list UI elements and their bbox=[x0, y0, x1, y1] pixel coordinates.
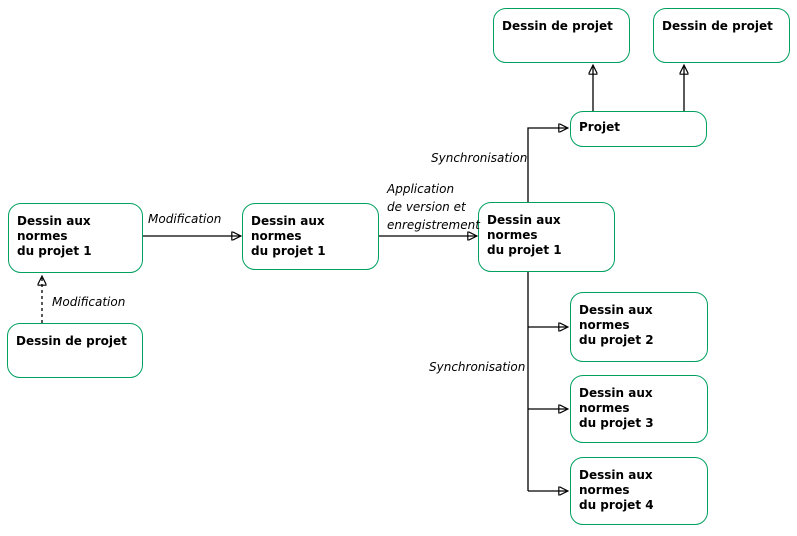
node-dessin-projet-top-1: Dessin de projet bbox=[493, 8, 630, 63]
node-norms-projet3: Dessin aux normes du projet 3 bbox=[570, 375, 708, 443]
node-label: Dessin aux normes du projet 1 bbox=[251, 214, 326, 258]
node-label: Dessin aux normes du projet 1 bbox=[17, 214, 92, 258]
node-dessin-projet-top-2: Dessin de projet bbox=[653, 8, 790, 63]
edge-label-modification-vertical: Modification bbox=[52, 295, 126, 309]
node-label: Dessin aux normes du projet 4 bbox=[579, 468, 654, 512]
node-label: Projet bbox=[579, 120, 620, 134]
node-norms-projet1-original: Dessin aux normes du projet 1 bbox=[8, 203, 143, 273]
edge-label-modification-horizontal: Modification bbox=[148, 212, 222, 226]
node-norms-projet1-modified: Dessin aux normes du projet 1 bbox=[242, 203, 379, 270]
node-label: Dessin de projet bbox=[16, 334, 127, 348]
edge-label-synchronisation-top: Synchronisation bbox=[431, 151, 528, 165]
edge-label-application-version: Application de version et enregistrement bbox=[387, 182, 480, 232]
node-dessin-projet-source: Dessin de projet bbox=[7, 323, 143, 378]
node-norms-projet1-saved: Dessin aux normes du projet 1 bbox=[478, 202, 615, 272]
node-label: Dessin de projet bbox=[502, 19, 613, 33]
edge-label-synchronisation-bottom: Synchronisation bbox=[429, 360, 526, 374]
node-label: Dessin aux normes du projet 1 bbox=[487, 213, 562, 257]
node-label: Dessin de projet bbox=[662, 19, 773, 33]
connector-synchronisation-projet bbox=[527, 128, 567, 202]
node-projet: Projet bbox=[570, 111, 707, 147]
node-norms-projet2: Dessin aux normes du projet 2 bbox=[570, 292, 708, 362]
node-norms-projet4: Dessin aux normes du projet 4 bbox=[570, 457, 708, 525]
node-label: Dessin aux normes du projet 2 bbox=[579, 303, 654, 347]
node-label: Dessin aux normes du projet 3 bbox=[579, 386, 654, 430]
